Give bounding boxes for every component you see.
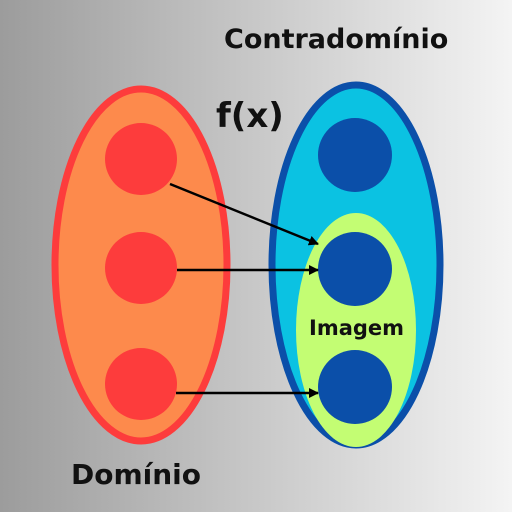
codomain-point-1 xyxy=(318,118,392,192)
domain-point-3 xyxy=(105,348,177,420)
domain-point-2 xyxy=(105,232,177,304)
function-label: f(x) xyxy=(216,96,284,136)
domain-point-1 xyxy=(105,123,177,195)
domain-label: Domínio xyxy=(71,458,202,491)
image-label: Imagem xyxy=(309,316,405,340)
mapping-arrow-1 xyxy=(169,182,319,246)
codomain-label: Contradomínio xyxy=(224,24,449,55)
codomain-point-2 xyxy=(318,232,392,306)
codomain-point-3 xyxy=(318,350,392,424)
